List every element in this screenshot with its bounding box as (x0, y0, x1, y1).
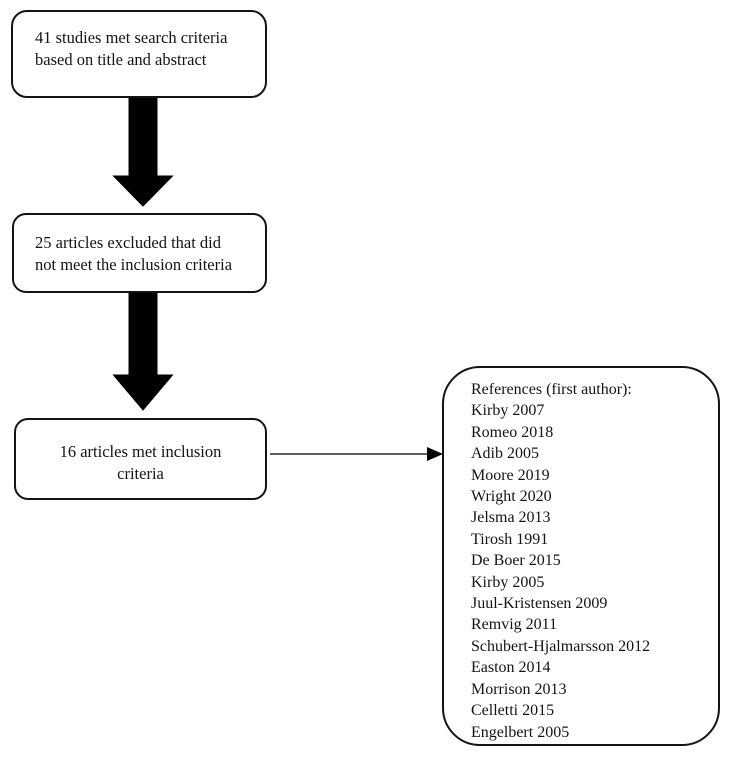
flow-box-excluded-articles: 25 articles excluded that did not meet t… (12, 213, 267, 293)
reference-item: Wright 2020 (471, 488, 552, 506)
references-box: References (first author): Kirby 2007 Ro… (442, 366, 720, 746)
flow-box-included-articles: 16 articles met inclusion criteria (14, 418, 267, 500)
flow-box-search-criteria: 41 studies met search criteria based on … (11, 10, 267, 98)
reference-item: Adib 2005 (471, 445, 539, 463)
reference-item: Tirosh 1991 (471, 530, 549, 548)
references-title: References (first author): (471, 381, 632, 398)
flow-box-text-line: 25 articles excluded that did (35, 233, 222, 252)
reference-item: Engelbert 2005 (471, 723, 570, 741)
flow-box-text-line: criteria (117, 464, 164, 483)
down-arrow-icon (112, 292, 174, 411)
flow-box-text-line: not meet the inclusion criteria (35, 255, 233, 274)
reference-item: Easton 2014 (471, 659, 551, 677)
reference-item: De Boer 2015 (471, 552, 561, 570)
flow-box-text-line: based on title and abstract (35, 50, 207, 69)
reference-item: Moore 2019 (471, 466, 550, 484)
flow-box-text-line: 41 studies met search criteria (35, 28, 228, 47)
reference-item: Juul-Kristensen 2009 (471, 595, 608, 613)
right-arrow-icon (427, 447, 443, 461)
reference-item: Jelsma 2013 (471, 509, 551, 527)
reference-item: Schubert-Hjalmarsson 2012 (471, 637, 651, 655)
reference-item: Celletti 2015 (471, 702, 555, 720)
reference-item: Morrison 2013 (471, 680, 567, 698)
reference-item: Remvig 2011 (471, 616, 558, 634)
down-arrow-icon (112, 96, 174, 207)
reference-item: Romeo 2018 (471, 423, 554, 441)
reference-item: Kirby 2007 (471, 402, 545, 420)
reference-item: Kirby 2005 (471, 573, 545, 591)
flow-box-text-line: 16 articles met inclusion (59, 442, 222, 461)
